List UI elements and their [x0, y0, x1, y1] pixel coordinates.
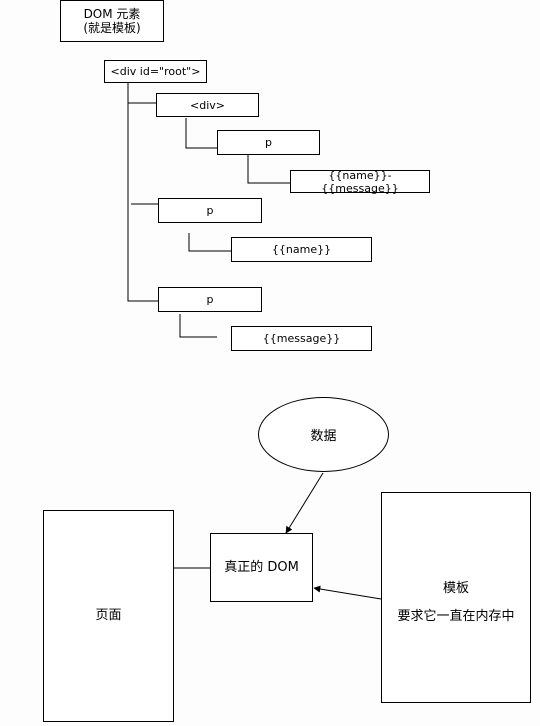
page-label: 页面 [95, 608, 122, 623]
template-note: 要求它一直在内存中 [397, 608, 515, 624]
connector-p3-text [179, 314, 217, 338]
connector-root-trunk [127, 82, 158, 302]
node-p3-label: p [206, 293, 214, 306]
node-p1-text-label: {{name}}-{{message}} [321, 168, 399, 195]
node-div: <div> [156, 93, 259, 117]
page-box: 页面 [43, 510, 174, 722]
connector-root-div [127, 82, 156, 104]
arrow-data-to-dom [285, 472, 324, 534]
node-p2-label: p [206, 204, 214, 217]
node-p3: p [158, 287, 262, 312]
dom-elements-title-line2: (就是模板) [83, 21, 141, 35]
node-p1-label: p [265, 136, 272, 149]
node-p2: p [158, 198, 262, 223]
dom-elements-title: DOM 元素 (就是模板) [60, 0, 164, 42]
real-dom-box: 真正的 DOM [210, 533, 313, 602]
node-p2-text: {{name}} [231, 237, 372, 262]
connector-div-p1 [185, 118, 217, 149]
template-box: 模板 要求它一直在内存中 [381, 492, 531, 703]
data-ellipse: 数据 [258, 397, 389, 472]
node-root-div-label: <div id="root"> [110, 65, 201, 78]
node-root-div: <div id="root"> [104, 60, 207, 83]
node-p1-text: {{name}}-{{message}} [290, 168, 430, 195]
node-p1: p [217, 130, 320, 155]
connector-p2-text [188, 233, 231, 252]
connector-p1-text [247, 155, 290, 184]
node-p3-text-label: {{message}} [262, 332, 341, 345]
node-p2-text-label: {{name}} [271, 243, 332, 256]
node-div-label: <div> [190, 98, 225, 112]
arrow-template-to-dom [313, 585, 382, 600]
node-p3-text: {{message}} [231, 326, 372, 351]
dom-elements-title-line1: DOM 元素 [83, 7, 141, 21]
data-ellipse-label: 数据 [310, 429, 337, 444]
real-dom-label: 真正的 DOM [224, 559, 299, 575]
template-title: 模板 [442, 580, 469, 596]
